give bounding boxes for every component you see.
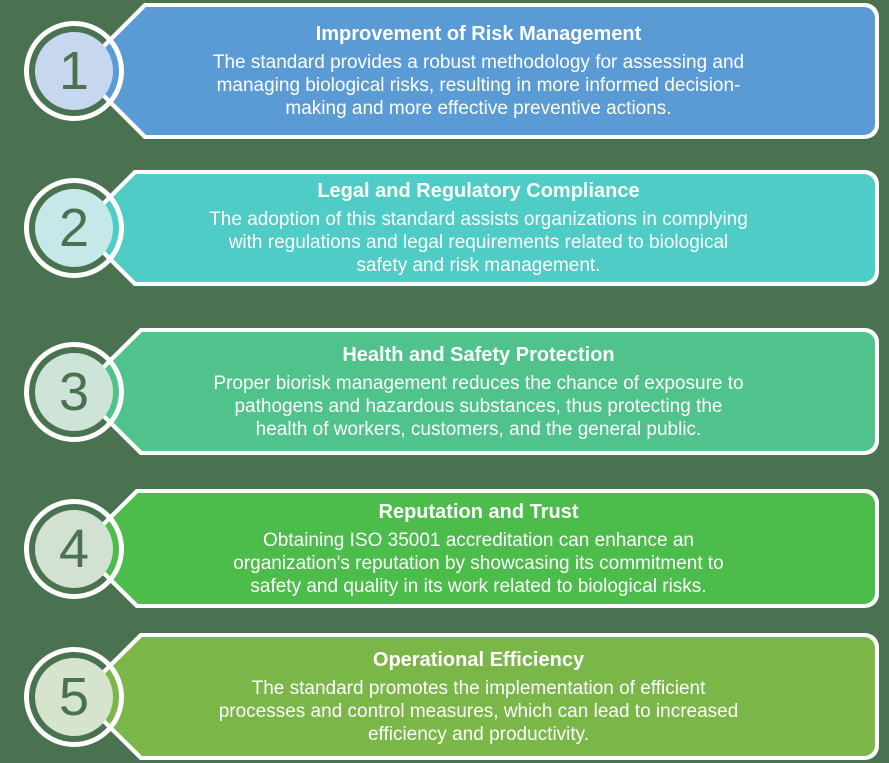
number-badge: 2 [35,189,113,267]
benefit-description: The standard promotes the implementation… [218,677,739,745]
number-ring [24,498,124,599]
benefit-title: Operational Efficiency [372,648,585,671]
number-ring [24,646,124,747]
benefit-title: Reputation and Trust [378,500,579,523]
number-ring [24,341,124,442]
banner: Legal and Regulatory Compliance The adop… [82,174,875,282]
banner-border: Improvement of Risk Management The stand… [76,3,879,139]
number-ring [24,21,124,121]
banner-border: Legal and Regulatory Compliance The adop… [76,170,879,286]
step-number: 4 [58,518,90,579]
step-number: 1 [58,41,90,101]
benefit-title: Improvement of Risk Management [315,23,642,45]
number-badge: 1 [35,32,113,110]
benefit-item-3: Health and Safety Protection Proper bior… [0,328,889,455]
banner: Improvement of Risk Management The stand… [82,7,875,135]
number-badge: 3 [35,352,113,431]
banner-border: Reputation and Trust Obtaining ISO 35001… [76,489,879,608]
banner-border: Operational Efficiency The standard prom… [76,633,879,760]
step-number: 3 [58,361,90,422]
number-badge: 4 [35,509,113,588]
benefit-description: The adoption of this standard assists or… [209,209,748,276]
benefit-item-1: Improvement of Risk Management The stand… [0,3,889,139]
benefit-item-5: Operational Efficiency The standard prom… [0,633,889,760]
banner-border: Health and Safety Protection Proper bior… [76,328,879,455]
number-ring [24,178,124,278]
benefit-description: Proper biorisk management reduces the ch… [213,372,744,440]
step-number: 5 [58,666,90,727]
banner: Reputation and Trust Obtaining ISO 35001… [82,493,875,604]
benefit-title: Legal and Regulatory Compliance [317,180,640,202]
banner: Operational Efficiency The standard prom… [82,637,875,756]
benefit-description: Obtaining ISO 35001 accreditation can en… [233,529,724,597]
benefit-item-2: Legal and Regulatory Compliance The adop… [0,170,889,286]
benefit-description: The standard provides a robust methodolo… [212,52,745,119]
benefit-item-4: Reputation and Trust Obtaining ISO 35001… [0,489,889,608]
benefit-title: Health and Safety Protection [342,343,615,366]
step-number: 2 [58,198,90,258]
banner: Health and Safety Protection Proper bior… [82,332,875,451]
number-badge: 5 [35,657,113,736]
